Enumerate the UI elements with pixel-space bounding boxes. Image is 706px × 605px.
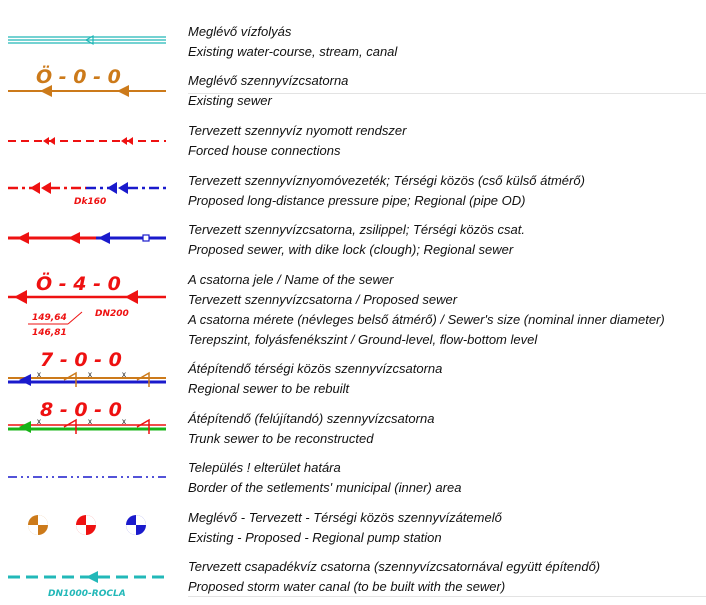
existing-sewer-description: Meglévő szennyvízcsatorna Existing sewer: [188, 71, 348, 111]
flow-arrow-icon: [117, 85, 129, 97]
pump-stations-symbol: [28, 515, 146, 535]
proposed-sewer-text: Tervezett szennyvízcsatorna / Proposed s…: [188, 292, 458, 307]
dike-lock-icon: [142, 234, 150, 242]
svg-text:x: x: [88, 417, 92, 426]
ground-level-label: 149,64: [32, 313, 67, 323]
regional-pump-station-icon: [126, 515, 146, 535]
flow-arrow-icon: [68, 232, 80, 244]
row-separator: [188, 596, 706, 597]
english-text: Existing - Proposed - Regional pump stat…: [188, 530, 442, 545]
double-arrow-icon: [30, 182, 51, 194]
flow-arrow-icon: [98, 232, 110, 244]
hungarian-text: Tervezett csapadékvíz csatorna (szennyví…: [188, 559, 601, 574]
regional-rebuild-symbol: 7 - 0 - 0 x x x: [8, 349, 166, 387]
hungarian-text: Meglévő - Tervezett - Térségi közös szen…: [188, 510, 502, 525]
hungarian-text: Átépítendő (felújítandó) szennyvízcsator…: [188, 411, 435, 426]
existing-pump-station-icon: [28, 515, 48, 535]
sewer-size-text: A csatorna mérete (névleges belső átmérő…: [188, 312, 665, 327]
svg-text:x: x: [88, 370, 92, 379]
legend-symbols: Ö - 0 - 0 Dk160 Ö - 4 - 0 DN200 149,64: [8, 34, 166, 599]
english-text: Existing sewer: [188, 93, 272, 108]
municipal-border-description: Település ! elterület határa Border of t…: [188, 458, 461, 498]
flow-arrow-icon: [17, 232, 29, 244]
flow-arrow-icon: [40, 85, 52, 97]
sewer-name-label: Ö - 4 - 0: [36, 271, 121, 295]
flow-arrow-icon: [14, 290, 27, 304]
hungarian-text: Meglévő vízfolyás: [188, 24, 292, 39]
hungarian-text: Település ! elterület határa: [188, 460, 341, 475]
storm-water-description: Tervezett csapadékvíz csatorna (szennyví…: [188, 557, 600, 597]
english-text: Proposed sewer, with dike lock (clough);…: [188, 242, 514, 257]
svg-text:x: x: [37, 370, 41, 379]
flow-arrow-icon: [19, 421, 31, 433]
flow-arrow-icon: [136, 418, 150, 434]
trunk-reconstruct-description: Átépítendő (felújítandó) szennyvízcsator…: [188, 409, 434, 449]
storm-pipe-label: DN1000-ROCLA: [48, 589, 126, 599]
flow-arrow-icon: [63, 371, 77, 387]
flow-level-label: 146,81: [32, 328, 67, 338]
water-course-symbol: [8, 34, 166, 46]
regional-rebuild-label: 7 - 0 - 0: [40, 349, 122, 371]
forced-connections-description: Tervezett szennyvíz nyomott rendszer For…: [188, 121, 406, 161]
flow-arrow-icon: [63, 418, 77, 434]
water-course-description: Meglévő vízfolyás Existing water-course,…: [188, 22, 397, 62]
english-text: Trunk sewer to be reconstructed: [188, 431, 374, 446]
storm-water-symbol: DN1000-ROCLA: [8, 571, 166, 599]
double-arrow-icon: [107, 182, 128, 194]
proposed-pump-station-icon: [76, 515, 96, 535]
pump-stations-description: Meglévő - Tervezett - Térségi közös szen…: [188, 508, 502, 548]
english-text: Regional sewer to be rebuilt: [188, 381, 350, 396]
sewer-with-lock-description: Tervezett szennyvízcsatorna, zsilippel; …: [188, 220, 525, 260]
proposed-sewer-description: A csatorna jele / Name of the sewer Terv…: [188, 270, 665, 350]
svg-text:x: x: [37, 417, 41, 426]
proposed-sewer-detail-symbol: Ö - 4 - 0 DN200 149,64 146,81: [8, 271, 166, 338]
flow-arrow-icon: [125, 290, 138, 304]
double-arrow-icon: [121, 137, 133, 145]
levels-text: Terepszint, folyásfenékszint / Ground-le…: [188, 332, 538, 347]
hungarian-text: Tervezett szennyvíznyomóvezeték; Térségi…: [188, 173, 585, 188]
english-text: Proposed long-distance pressure pipe; Re…: [188, 193, 526, 208]
flow-arrow-icon: [86, 571, 98, 583]
hungarian-text: Átépítendő térségi közös szennyvízcsator…: [188, 361, 443, 376]
row-separator: [188, 93, 706, 94]
regional-rebuild-description: Átépítendő térségi közös szennyvízcsator…: [188, 359, 442, 399]
existing-sewer-symbol: Ö - 0 - 0: [8, 64, 166, 97]
flow-arrow-icon: [19, 374, 31, 386]
trunk-reconstruct-label: 8 - 0 - 0: [40, 399, 122, 421]
forced-connections-symbol: [8, 137, 166, 145]
existing-sewer-label: Ö - 0 - 0: [36, 64, 121, 88]
hungarian-text: Tervezett szennyvíz nyomott rendszer: [188, 123, 407, 138]
english-text: Forced house connections: [188, 143, 341, 158]
svg-text:x: x: [122, 417, 126, 426]
sewer-size-label: DN200: [95, 309, 129, 319]
sewer-with-lock-symbol: [8, 232, 166, 244]
english-text: Proposed storm water canal (to be built …: [188, 579, 506, 594]
hungarian-text: Tervezett szennyvízcsatorna, zsilippel; …: [188, 222, 525, 237]
svg-text:x: x: [122, 370, 126, 379]
pressure-pipe-description: Tervezett szennyvíznyomóvezeték; Térségi…: [188, 171, 585, 211]
pressure-pipe-symbol: Dk160: [8, 182, 166, 207]
flow-arrow-icon: [136, 371, 150, 387]
double-arrow-icon: [43, 137, 55, 145]
pipe-diameter-label: Dk160: [74, 197, 106, 207]
sewer-name-text: A csatorna jele / Name of the sewer: [188, 272, 394, 287]
trunk-reconstruct-symbol: 8 - 0 - 0 x x x: [8, 399, 166, 434]
english-text: Border of the setlements' municipal (inn…: [188, 480, 462, 495]
hungarian-text: Meglévő szennyvízcsatorna: [188, 73, 349, 88]
english-text: Existing water-course, stream, canal: [188, 44, 398, 59]
